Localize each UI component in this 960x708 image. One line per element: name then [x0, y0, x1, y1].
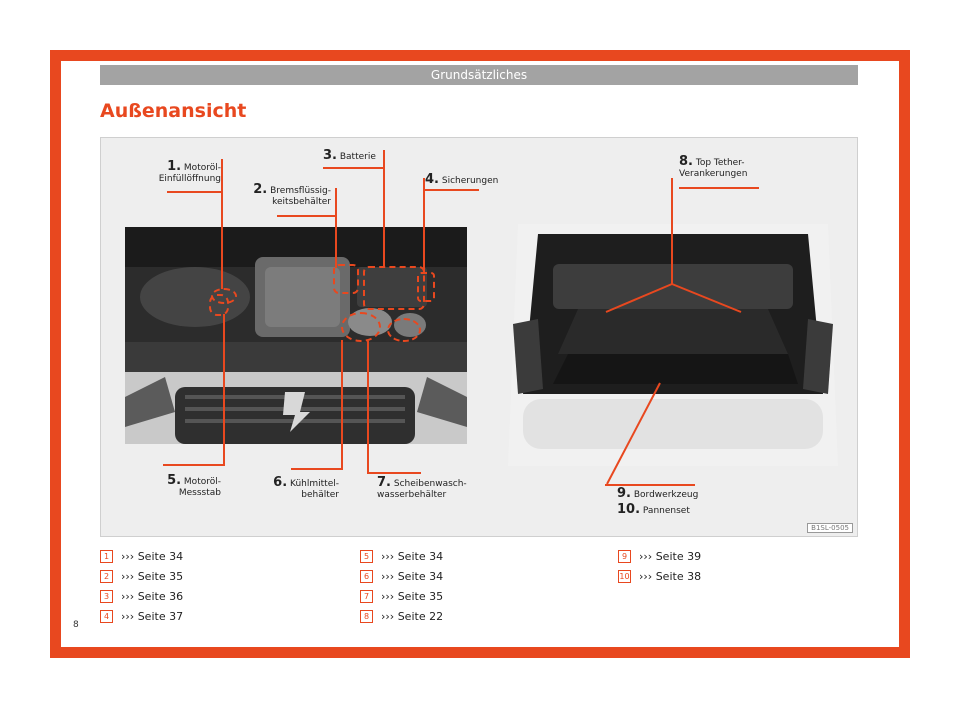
- callout-line-2-v: [335, 188, 337, 268]
- page-title: Außenansicht: [100, 100, 247, 122]
- callout-line-4-v: [423, 178, 425, 274]
- callout-line-6-h: [291, 468, 343, 470]
- reference-item[interactable]: 3››› Seite 36: [100, 586, 183, 606]
- reference-item[interactable]: 7››› Seite 35: [360, 586, 443, 606]
- callout-line-6-v: [341, 340, 343, 470]
- luggage-compartment-photo: [508, 224, 838, 466]
- ref-num: 2: [100, 569, 113, 583]
- ref-num: 8: [360, 609, 373, 623]
- callout-line-5-v: [223, 314, 225, 466]
- references-col-2: 5››› Seite 34 6››› Seite 34 7››› Seite 3…: [360, 546, 443, 626]
- callout-line-4-h: [423, 189, 479, 191]
- reference-item[interactable]: 4››› Seite 37: [100, 606, 183, 626]
- highlight-bremsfluessigkeit: [333, 264, 359, 294]
- reference-item[interactable]: 5››› Seite 34: [360, 546, 443, 566]
- label-scheibenwaschwasserbehaelter: 7. Scheibenwasch-wasserbehälter: [377, 475, 467, 500]
- callout-line-bordwerkzeug: [606, 382, 661, 485]
- label-bremsfluessigkeitsbehaelter: 2. Bremsflüssig-keitsbehälter: [253, 182, 331, 207]
- reference-item[interactable]: 10››› Seite 38: [618, 569, 702, 583]
- label-motoroel-einfuelloeffnung: 1. Motoröl-Einfüllöffnung: [158, 159, 221, 184]
- highlight-motoroel-messstab: [209, 294, 229, 316]
- callout-line-5-h: [163, 464, 225, 466]
- callout-line-tether-branches: [605, 283, 742, 313]
- label-batterie: 3. Batterie: [323, 148, 376, 163]
- callout-line-1-h: [167, 191, 223, 193]
- label-bordwerkzeug: 9. Bordwerkzeug: [617, 486, 699, 501]
- figure-id: B1SL-0505: [807, 523, 853, 533]
- highlight-scheibenwaschwasser: [387, 318, 421, 342]
- reference-item[interactable]: 8››› Seite 22: [360, 606, 443, 626]
- ref-num: 6: [360, 569, 373, 583]
- callout-line-9-h: [605, 484, 695, 486]
- page-number: 8: [73, 620, 79, 630]
- references-col-3: 9››› Seite 39 10››› Seite 38: [618, 546, 701, 586]
- reference-item[interactable]: 2››› Seite 35: [100, 566, 183, 586]
- highlight-sicherungen: [417, 272, 435, 302]
- callout-line-3-h: [323, 167, 385, 169]
- highlight-kuehlmittel: [341, 312, 381, 342]
- reference-item[interactable]: 1››› Seite 34: [100, 546, 183, 566]
- callout-line-7-h: [367, 472, 421, 474]
- callout-line-1-v: [221, 159, 223, 289]
- label-kuehlmittelbehaelter: 6. Kühlmittel-behälter: [273, 475, 339, 500]
- reference-item[interactable]: 6››› Seite 34: [360, 566, 443, 586]
- ref-num: 10: [618, 569, 631, 583]
- highlight-batterie: [363, 266, 425, 310]
- ref-num: 9: [618, 549, 631, 563]
- callout-line-8-h: [679, 187, 759, 189]
- ref-num: 1: [100, 549, 113, 563]
- ref-num: 3: [100, 589, 113, 603]
- label-pannenset: 10. Pannenset: [617, 502, 690, 517]
- vehicle-figure: 1. Motoröl-Einfüllöffnung 2. Bremsflüssi…: [100, 137, 858, 537]
- label-sicherungen: 4. Sicherungen: [425, 172, 499, 187]
- section-header: Grundsätzliches: [100, 65, 858, 85]
- ref-num: 7: [360, 589, 373, 603]
- reference-item[interactable]: 9››› Seite 39: [618, 546, 701, 566]
- references-col-1: 1››› Seite 34 2››› Seite 35 3››› Seite 3…: [100, 546, 183, 626]
- engine-bay-photo: [125, 227, 467, 444]
- callout-line-3-v: [383, 150, 385, 268]
- callout-line-7-v: [367, 341, 369, 474]
- label-motoroel-messstab: 5. Motoröl-Messstab: [167, 473, 221, 498]
- callout-line-8-v: [671, 178, 673, 284]
- ref-num: 5: [360, 549, 373, 563]
- label-top-tether: 8. Top Tether-Verankerungen: [679, 154, 748, 179]
- ref-num: 4: [100, 609, 113, 623]
- callout-line-2-h: [277, 215, 337, 217]
